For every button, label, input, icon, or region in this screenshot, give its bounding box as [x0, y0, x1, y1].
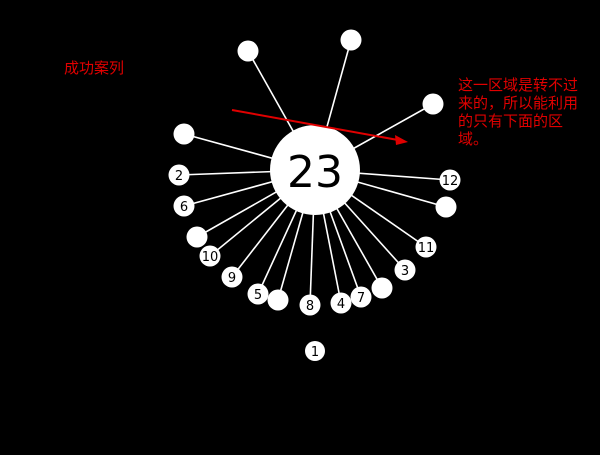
success-case-label: 成功案列 — [64, 59, 125, 77]
pin-ball: 5 — [247, 283, 269, 305]
pin-label: 7 — [357, 291, 365, 306]
pin-ball — [371, 277, 393, 299]
pin-label: 6 — [180, 200, 188, 215]
annotation-arrow — [231, 109, 408, 145]
pin-ball: 8 — [299, 294, 321, 316]
pin-ball — [422, 93, 444, 115]
hint-annotation: 这一区域是转不过来的，所以能利用的只有下面的区域。 — [458, 76, 579, 148]
pin-ball — [435, 196, 457, 218]
pin-ball: 12 — [439, 169, 461, 191]
pin-ball: 10 — [199, 245, 221, 267]
pin-ball: 11 — [415, 236, 437, 258]
pin-label: 10 — [202, 250, 219, 265]
pin-ball — [237, 40, 259, 62]
pin-ball — [267, 289, 289, 311]
pin-ball: 2 — [168, 164, 190, 186]
center-count: 23 — [287, 147, 343, 198]
pin-label: 12 — [442, 174, 459, 189]
pin-label: 11 — [418, 241, 435, 256]
pin-label: 4 — [337, 297, 345, 312]
pin-ball: 3 — [394, 259, 416, 281]
pin-ball: 4 — [330, 292, 352, 314]
pin-label: 5 — [254, 288, 262, 303]
next-pin-label: 1 — [311, 345, 319, 360]
pin-label: 9 — [228, 271, 236, 286]
pin-label: 2 — [175, 169, 183, 184]
next-pin: 1 — [305, 341, 325, 361]
pin-ball: 6 — [173, 195, 195, 217]
pin-ball — [340, 29, 362, 51]
pin-ball — [173, 123, 195, 145]
pin-ball — [186, 226, 208, 248]
pin-ball: 7 — [350, 286, 372, 308]
pin-ball: 9 — [221, 266, 243, 288]
center-circle[interactable] — [270, 125, 360, 215]
pin-label: 8 — [306, 299, 314, 314]
pin-label: 3 — [401, 264, 409, 279]
